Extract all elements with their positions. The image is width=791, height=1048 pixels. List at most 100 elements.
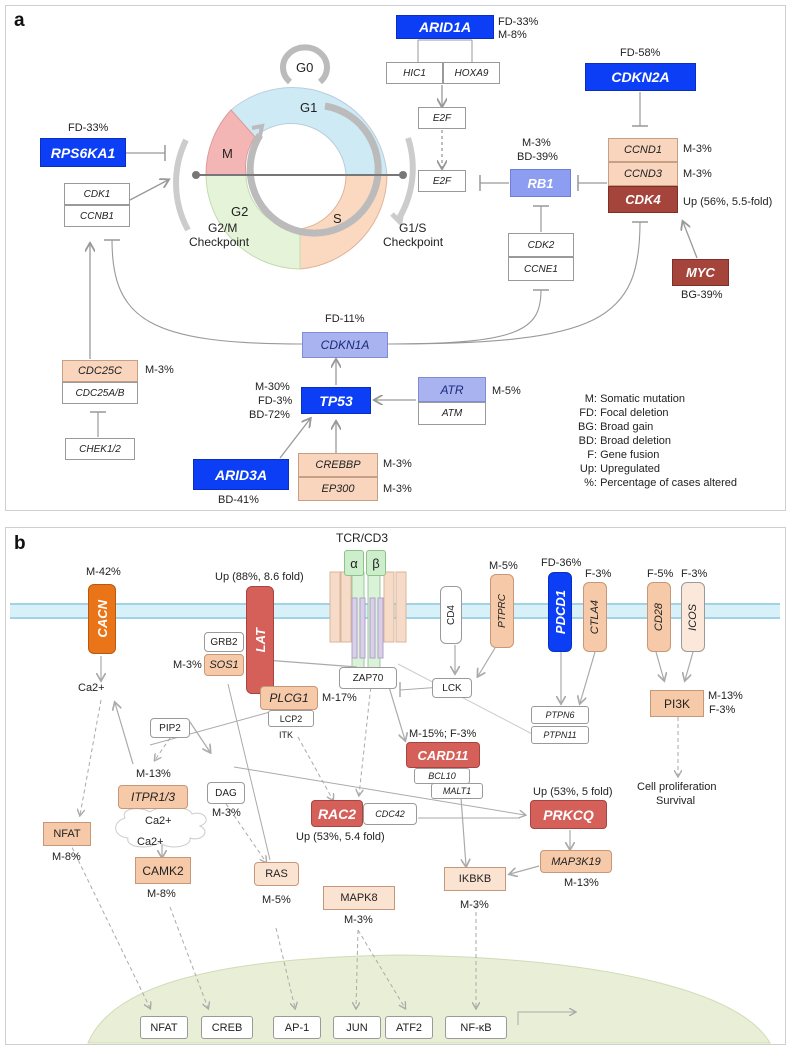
gene-nfat: NFAT xyxy=(43,822,91,846)
legend-key-6: Up: xyxy=(579,463,597,475)
myc-stat: BG-39% xyxy=(681,289,723,301)
gene-e2f-mid: E2F xyxy=(418,170,466,192)
ikbkb-stat: M-3% xyxy=(460,899,489,911)
arid1a-stat-1: FD-33% xyxy=(498,16,539,28)
gene-cdkn2a: CDKN2A xyxy=(585,63,696,91)
gene-zap70: ZAP70 xyxy=(339,667,397,689)
panel-b-letter: b xyxy=(14,533,26,554)
nfat-stat: M-8% xyxy=(52,851,81,863)
gene-ras: RAS xyxy=(254,862,299,886)
gene-itpr13: ITPR1/3 xyxy=(118,785,188,809)
gene-ccnd3: CCND3 xyxy=(608,162,678,186)
gene-cd28-label: CD28 xyxy=(653,602,665,632)
cell-prolif-1: Cell proliferation xyxy=(637,781,717,793)
legend-text-7: Percentage of cases altered xyxy=(600,477,738,489)
g2m-checkpoint-label-1: G2/M xyxy=(208,221,238,235)
icos-stat: F-3% xyxy=(681,568,708,580)
gene-pdcd1-label: PDCD1 xyxy=(552,589,568,635)
rb1-stat-1: M-3% xyxy=(522,137,551,149)
tp53-stat-2: FD-3% xyxy=(258,395,293,407)
pi3k-stat-2: F-3% xyxy=(709,704,736,716)
gene-tp53: TP53 xyxy=(301,387,371,414)
ccnd1-stat: M-3% xyxy=(683,143,712,155)
gene-cdc42: CDC42 xyxy=(363,803,417,825)
rac2-stat: Up (53%, 5.4 fold) xyxy=(296,831,385,843)
g2-label: G2 xyxy=(231,204,249,219)
tp53-stat-3: BD-72% xyxy=(249,409,290,421)
ca-er-1: Ca2+ xyxy=(145,815,172,827)
pip2: PIP2 xyxy=(150,718,190,738)
gene-ccnb1: CCNB1 xyxy=(64,205,130,227)
g1-label: G1 xyxy=(300,100,318,115)
gene-camk2: CAMK2 xyxy=(135,857,191,884)
arid3a-stat: BD-41% xyxy=(218,494,259,506)
cdkn2a-stat: FD-58% xyxy=(620,47,661,59)
rb1-stat-2: BD-39% xyxy=(517,151,558,163)
cell-cycle-ring xyxy=(173,44,416,270)
ccnd3-stat: M-3% xyxy=(683,168,712,180)
g0-label: G0 xyxy=(296,60,314,75)
gene-pdcd1: PDCD1 xyxy=(548,572,572,652)
prkcq-stat: Up (53%, 5 fold) xyxy=(533,786,613,798)
legend-key-5: F: xyxy=(587,449,597,461)
gene-icos-label: ICOS xyxy=(687,603,699,631)
gene-lck: LCK xyxy=(432,678,472,698)
gene-rps6ka1: RPS6KA1 xyxy=(40,138,126,167)
dag: DAG xyxy=(207,782,245,804)
gene-ptpn11: PTPN11 xyxy=(531,726,589,744)
legend-key-4: BD: xyxy=(578,435,597,447)
gene-cd4-label: CD4 xyxy=(445,604,457,625)
gene-e2f-top: E2F xyxy=(418,107,466,129)
gene-cdc25ab: CDC25A/B xyxy=(62,382,138,404)
gene-cd28: CD28 xyxy=(647,582,671,652)
s-label: S xyxy=(333,211,342,226)
sos1-stat: M-3% xyxy=(173,659,202,671)
legend-key-3: BG: xyxy=(578,421,597,433)
gene-cacn: CACN xyxy=(88,584,116,654)
gene-mapk8: MAPK8 xyxy=(323,886,395,910)
tf-ap1: AP-1 xyxy=(273,1016,321,1039)
ptprc-stat: M-5% xyxy=(489,560,518,572)
legend-text-4: Broad deletion xyxy=(600,435,672,447)
gene-lat: LAT xyxy=(246,586,274,694)
gene-atm: ATM xyxy=(418,402,486,425)
ras-stat: M-5% xyxy=(262,894,291,906)
gene-ptpn6: PTPN6 xyxy=(531,706,589,724)
pi3k-stat-1: M-13% xyxy=(708,690,743,702)
gene-icos: ICOS xyxy=(681,582,705,652)
card11-stat: M-15%; F-3% xyxy=(409,728,477,740)
gene-myc: MYC xyxy=(672,259,729,286)
tcr-cd3-label: TCR/CD3 xyxy=(336,531,389,545)
gene-rac2: RAC2 xyxy=(311,800,363,827)
plcg1-stat: M-17% xyxy=(322,692,357,704)
gene-cacn-label: CACN xyxy=(94,600,110,638)
gene-cdk1: CDK1 xyxy=(64,183,130,205)
mapk8-stat: M-3% xyxy=(344,914,373,926)
gene-ptprc: PTPRC xyxy=(490,574,514,648)
gene-lat-label: LAT xyxy=(252,627,268,653)
ca-er-2: Ca2+ xyxy=(137,836,164,848)
gene-hoxa9: HOXA9 xyxy=(443,62,500,84)
m-label: M xyxy=(222,146,233,161)
gene-arid1a: ARID1A xyxy=(396,15,494,39)
cacn-stat: M-42% xyxy=(86,566,121,578)
gene-grb2: GRB2 xyxy=(204,632,244,652)
gene-atr: ATR xyxy=(418,377,486,402)
legend-key-1: M: xyxy=(584,393,597,405)
g2m-checkpoint-label-2: Checkpoint xyxy=(189,235,250,249)
gene-ptprc-label: PTPRC xyxy=(496,594,508,628)
gene-itk: ITK xyxy=(279,730,294,740)
tf-nfkb: NF-κB xyxy=(445,1016,507,1039)
g1s-checkpoint-label-2: Checkpoint xyxy=(383,235,444,249)
gene-cdkn1a: CDKN1A xyxy=(302,332,388,358)
rps6ka1-stat: FD-33% xyxy=(68,122,109,134)
cell-prolif-2: Survival xyxy=(656,795,696,807)
legend-key-2: FD: xyxy=(579,407,597,419)
gene-ccne1: CCNE1 xyxy=(508,257,574,281)
cd28-stat: F-5% xyxy=(647,568,674,580)
arid1a-stat-2: M-8% xyxy=(498,29,527,41)
g1s-checkpoint-label-1: G1/S xyxy=(399,221,427,235)
